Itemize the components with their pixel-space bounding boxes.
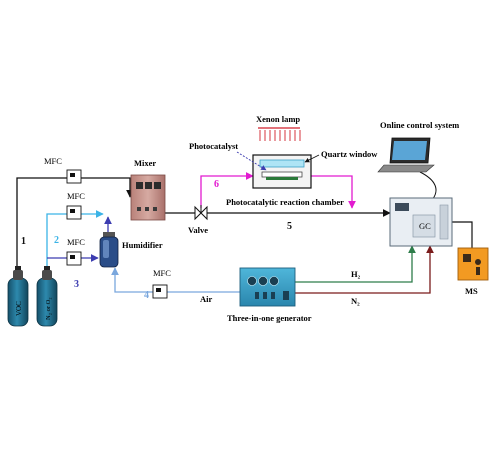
h2-label: H₂ (351, 269, 361, 279)
n2-cylinder-label: N₂ or O₂ (45, 297, 52, 320)
line-2-number: 2 (54, 235, 59, 246)
line-3-number: 3 (74, 279, 79, 290)
xenon-lamp-label: Xenon lamp (256, 114, 300, 124)
line-5-number: 5 (287, 221, 292, 232)
line-1-number: 1 (21, 236, 26, 247)
voc-cylinder-label: VOC (15, 301, 23, 316)
ms-instrument: MS (457, 247, 489, 296)
mfc-1-label: MFC (44, 156, 62, 166)
line-6 (200, 172, 254, 208)
mfc-2-label: MFC (67, 191, 85, 201)
photocatalyst-callout: Photocatalyst (189, 141, 267, 171)
reaction-chamber-label: Photocatalytic reaction chamber (226, 197, 344, 207)
line-4 (111, 267, 240, 293)
control-cable (419, 171, 437, 201)
online-control-label: Online control system (380, 120, 459, 130)
n2-cylinder: N₂ or O₂ (36, 266, 58, 327)
three-in-one-generator: Three-in-one generator (227, 267, 312, 323)
gc-to-ms-line (452, 221, 473, 258)
humidifier: Humidifier (99, 232, 163, 268)
mfc-2: MFC (66, 191, 85, 220)
h2-line (295, 245, 416, 283)
photocatalytic-reaction-chamber: Photocatalytic reaction chamber (226, 154, 344, 207)
xenon-lamp: Xenon lamp (256, 114, 301, 141)
line-6-number: 6 (214, 179, 219, 190)
valve-label: Valve (188, 225, 208, 235)
quartz-window-callout: Quartz window (304, 149, 378, 163)
mfc-4: MFC (152, 268, 171, 299)
generator-label: Three-in-one generator (227, 313, 312, 323)
online-control-system: Online control system (377, 120, 459, 173)
mixer: Mixer (130, 158, 166, 221)
mfc-3-label: MFC (67, 237, 85, 247)
gc-instrument: GC (389, 197, 453, 247)
line-2 (46, 210, 104, 268)
voc-cylinder: VOC (7, 266, 29, 327)
n2-line (295, 245, 434, 294)
mfc-3: MFC (66, 237, 85, 266)
gc-label: GC (419, 221, 431, 231)
mixer-label: Mixer (134, 158, 156, 168)
line-6-exit (310, 175, 356, 209)
air-label: Air (200, 294, 213, 304)
photocatalyst-label: Photocatalyst (189, 141, 238, 151)
quartz-window-label: Quartz window (321, 149, 378, 159)
n2-label: N₂ (351, 296, 360, 306)
valve: Valve (188, 205, 208, 235)
humidifier-label: Humidifier (122, 240, 163, 250)
line-4-number: 4 (144, 290, 149, 301)
mfc-4-label: MFC (153, 268, 171, 278)
ms-label: MS (465, 286, 478, 296)
mfc-1: MFC (44, 156, 82, 184)
